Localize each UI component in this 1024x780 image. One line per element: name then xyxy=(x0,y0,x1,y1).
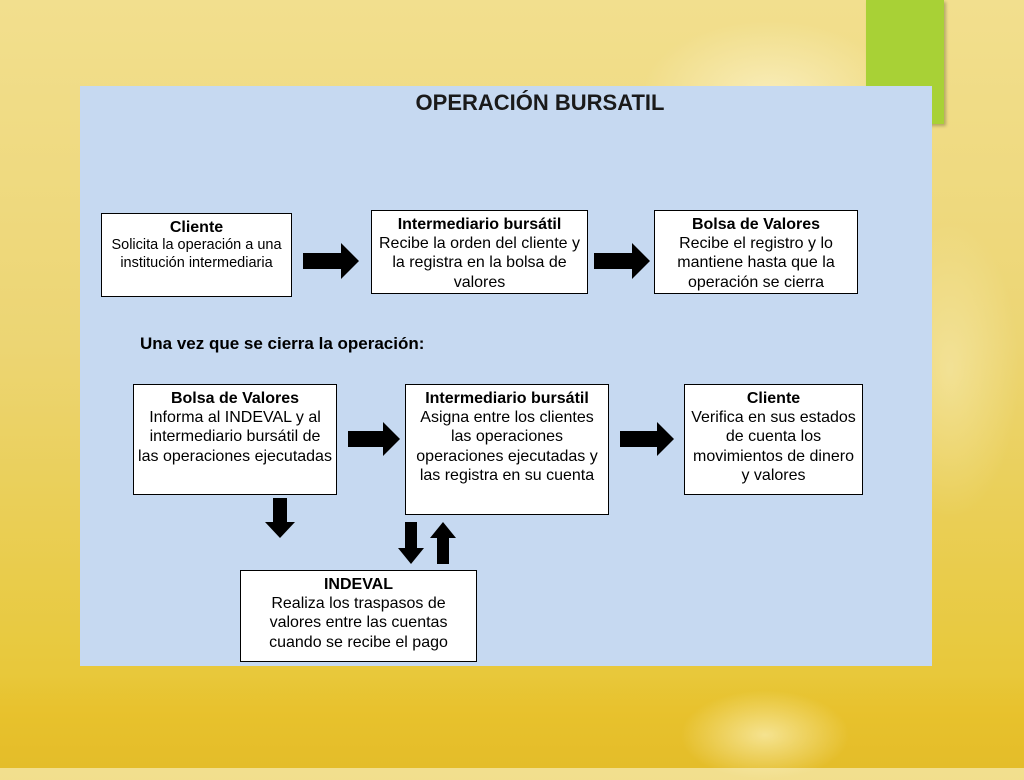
box-bolsa-informa: Bolsa de Valores Informa al INDEVAL y al… xyxy=(133,384,337,495)
box-title: Cliente xyxy=(746,390,801,407)
box-text: Asigna entre los clientes las operacione… xyxy=(416,409,598,484)
box-title: Bolsa de Valores xyxy=(691,216,821,233)
arrow-right-icon xyxy=(303,243,359,279)
background-band xyxy=(0,676,1024,768)
box-text: Recibe el registro y lo mantiene hasta q… xyxy=(677,235,835,291)
page-title: OPERACIÓN BURSATIL xyxy=(415,90,665,115)
box-intermediario-recibe: Intermediario bursátil Recibe la orden d… xyxy=(371,210,588,294)
arrow-right-icon xyxy=(620,422,674,456)
box-indeval: INDEVAL Realiza los traspasos de valores… xyxy=(240,570,477,662)
arrow-right-icon xyxy=(348,422,400,456)
box-cliente-solicita: Cliente Solicita la operación a una inst… xyxy=(101,213,292,297)
box-title: Cliente xyxy=(169,219,224,236)
arrow-right-icon xyxy=(594,243,650,279)
arrow-down-icon xyxy=(398,522,424,564)
box-text: Recibe la orden del cliente y la registr… xyxy=(378,235,580,291)
arrow-down-icon xyxy=(265,498,295,538)
box-text: Informa al INDEVAL y al intermediario bu… xyxy=(138,409,332,465)
box-text: Realiza los traspasos de valores entre l… xyxy=(269,595,448,651)
section-heading: Una vez que se cierra la operación: xyxy=(140,334,425,353)
box-text: Solicita la operación a una institución … xyxy=(111,237,282,271)
box-title: Intermediario bursátil xyxy=(425,390,589,407)
arrow-up-icon xyxy=(430,522,456,564)
box-bolsa-recibe: Bolsa de Valores Recibe el registro y lo… xyxy=(654,210,858,294)
box-intermediario-asigna: Intermediario bursátil Asigna entre los … xyxy=(405,384,609,515)
box-title: Bolsa de Valores xyxy=(170,390,300,407)
box-title: INDEVAL xyxy=(323,576,394,593)
slide-panel xyxy=(80,86,932,666)
box-cliente-verifica: Cliente Verifica en sus estados de cuent… xyxy=(684,384,863,495)
box-title: Intermediario bursátil xyxy=(397,216,562,233)
box-text: Verifica en sus estados de cuenta los mo… xyxy=(691,409,856,484)
